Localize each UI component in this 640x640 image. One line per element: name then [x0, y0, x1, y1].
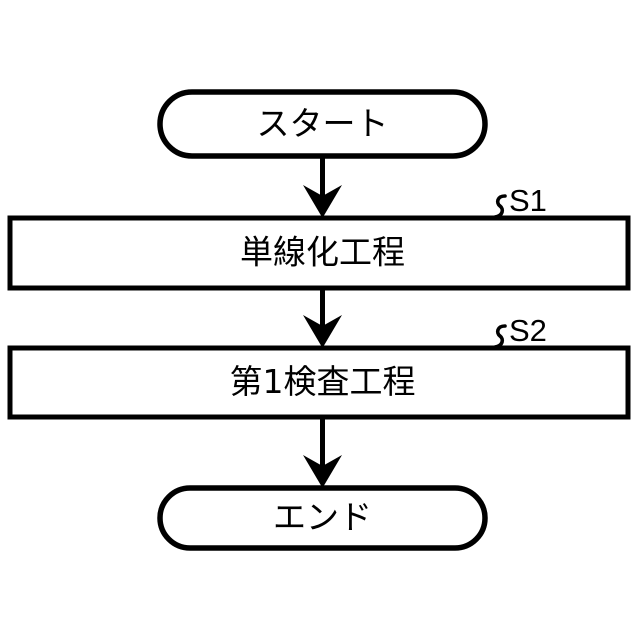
process-box-s2-label: 第1検査工程: [230, 362, 416, 401]
node-step-s1: 単線化工程: [7, 215, 631, 291]
arrow-head-icon: [303, 315, 342, 348]
arrow-s1-to-s2: [303, 288, 342, 348]
arrow-start-to-s1: [303, 156, 342, 218]
step-label-s2: S2: [509, 313, 547, 348]
end-terminator-label: エンド: [273, 498, 372, 537]
step-label-s2-group: S2: [493, 313, 547, 349]
process-box-s1-shape: [7, 215, 631, 291]
step-label-s1-group: S1: [493, 183, 547, 219]
start-terminator-label: スタート: [257, 104, 389, 143]
node-step-s2: 第1検査工程: [7, 345, 631, 420]
arrow-head-icon: [303, 455, 342, 488]
node-start: スタート: [157, 89, 488, 159]
leader-line-s2-icon: [493, 324, 507, 349]
arrow-s2-to-end: [303, 417, 342, 488]
leader-line-s1-icon: [493, 194, 507, 219]
node-end: エンド: [157, 485, 488, 551]
step-label-s1: S1: [509, 183, 547, 218]
end-terminator-shape: [157, 485, 488, 551]
process-box-s2-shape: [7, 345, 631, 420]
process-box-s1-label: 単線化工程: [240, 233, 405, 272]
arrow-head-icon: [303, 185, 342, 218]
